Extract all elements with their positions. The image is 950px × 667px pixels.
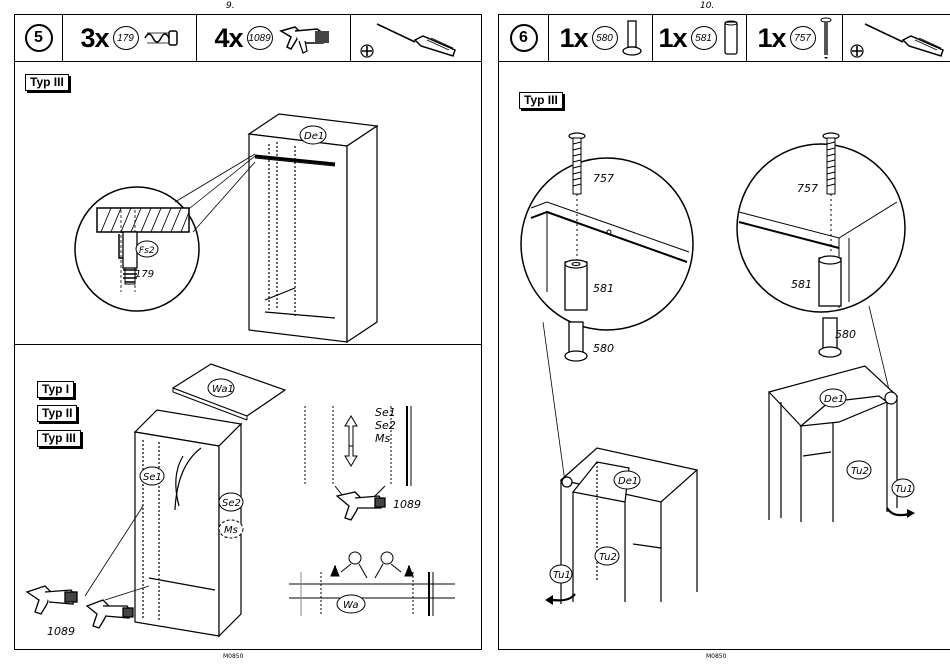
instruction-page-left: 5 3x 179 4x 1089 <box>14 14 482 650</box>
shelf-support-single <box>337 492 385 520</box>
step-header-left: 5 3x 179 4x 1089 <box>15 15 481 62</box>
part-code: 757 <box>790 26 816 50</box>
page-number-right: 10. <box>700 1 714 11</box>
part-code: 581 <box>691 26 717 50</box>
part-qty: 1x <box>658 23 686 54</box>
panel-divider <box>15 344 481 345</box>
illustration-top-panel: De1 Fs2 179 <box>15 62 480 345</box>
phillips-icon <box>359 43 375 59</box>
label-se2: Se2 <box>222 498 241 509</box>
label-se1: Se1 <box>143 472 162 483</box>
cam-screw-icon <box>143 27 179 49</box>
shelf-support-pair <box>27 586 133 628</box>
step-header-right: 6 1x 580 1x 581 1x 757 <box>499 15 950 62</box>
page-number-left: 9. <box>226 1 235 11</box>
label-side-se2: Se2 <box>375 419 396 432</box>
label-581-left: 581 <box>593 282 614 295</box>
label-tu1-b: Tu1 <box>895 484 913 495</box>
part-qty: 1x <box>559 23 587 54</box>
label-tu1-a: Tu1 <box>553 570 571 581</box>
dowel-580-icon <box>622 19 642 57</box>
phillips-icon <box>849 43 865 59</box>
screw-757-icon <box>820 17 832 59</box>
spacer-581-right <box>819 256 841 306</box>
screwdriver-icon <box>859 18 949 58</box>
label-580-right: 580 <box>835 328 856 341</box>
tools-cell <box>843 15 950 61</box>
footer-code-right: M0850 <box>706 653 726 660</box>
step-number: 5 <box>25 24 53 52</box>
label-fs2: Fs2 <box>139 246 155 256</box>
label-tu2-a: Tu2 <box>599 552 617 563</box>
step-number: 6 <box>510 24 538 52</box>
shelf-support-icon <box>277 21 333 55</box>
wall-fixing-detail <box>289 552 455 616</box>
label-de1-b: De1 <box>824 394 844 405</box>
footer-code-left: M0850 <box>223 653 243 660</box>
label-de1-a: De1 <box>618 476 638 487</box>
label-side-ms: Ms <box>375 432 390 445</box>
step-cell: 5 <box>15 15 63 61</box>
label-580-left: 580 <box>593 342 614 355</box>
spacer-581-left <box>565 260 587 310</box>
part-cell-580: 1x 580 <box>549 15 653 61</box>
label-581-right: 581 <box>791 278 812 291</box>
label-179: 179 <box>135 269 154 280</box>
instruction-page-right: 6 1x 580 1x 581 1x 757 <box>498 14 950 650</box>
label-757-left: 757 <box>593 172 614 185</box>
wardrobe-drawing <box>249 114 377 342</box>
part-cell-1089: 4x 1089 <box>197 15 351 61</box>
rotate-arrow-right <box>887 508 909 515</box>
label-1089-b: 1089 <box>393 498 421 511</box>
label-tu2-b: Tu2 <box>851 466 869 477</box>
part-code: 179 <box>113 26 139 50</box>
label-de1: De1 <box>304 131 324 142</box>
part-code: 1089 <box>247 26 273 50</box>
label-wa: Wa <box>343 600 358 611</box>
step-cell: 6 <box>499 15 549 61</box>
illustration-bottom-panel: Wa1 Se1 Se2 Ms 1089 <box>15 346 480 649</box>
part-qty: 4x <box>214 23 242 54</box>
label-757-right: 757 <box>797 182 818 195</box>
part-qty: 3x <box>80 23 108 54</box>
part-cell-757: 1x 757 <box>747 15 843 61</box>
part-cell-179: 3x 179 <box>63 15 197 61</box>
label-wa1: Wa1 <box>212 384 234 395</box>
screwdriver-icon <box>371 18 461 58</box>
label-side-se1: Se1 <box>375 406 396 419</box>
label-ms: Ms <box>224 525 238 536</box>
part-code: 580 <box>592 26 618 50</box>
rotate-arrow-left <box>553 594 575 600</box>
illustration-right: 757 581 580 757 <box>499 62 950 649</box>
dowel-580-left <box>565 322 587 361</box>
label-1089-a: 1089 <box>47 625 75 638</box>
part-cell-581: 1x 581 <box>653 15 747 61</box>
spacer-581-icon <box>721 18 741 58</box>
tools-cell <box>351 15 481 61</box>
part-qty: 1x <box>757 23 785 54</box>
